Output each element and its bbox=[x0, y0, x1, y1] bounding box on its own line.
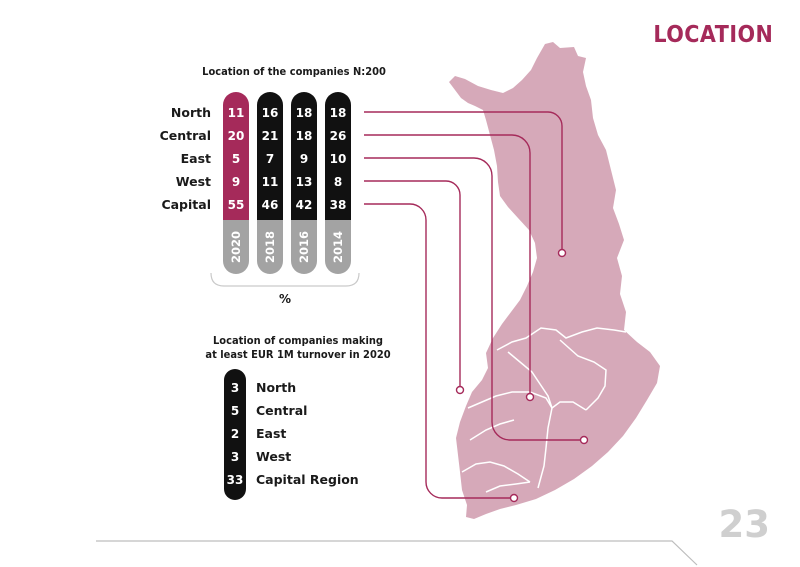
value-2014-north: 18 bbox=[330, 106, 347, 120]
turnover-value-2: 2 bbox=[231, 427, 239, 441]
leader-west bbox=[364, 180, 461, 387]
years-brace bbox=[210, 272, 360, 287]
value-2016-capital: 42 bbox=[296, 198, 313, 212]
turnover-label-4: Capital Region bbox=[256, 472, 359, 487]
pill-top-2016 bbox=[291, 92, 317, 220]
value-2014-west: 8 bbox=[334, 175, 342, 189]
value-2018-central: 21 bbox=[262, 129, 279, 143]
row-label-west: West bbox=[176, 174, 211, 189]
value-2014-east: 10 bbox=[330, 152, 347, 166]
turnover-label-3: West bbox=[256, 449, 291, 464]
turnover-value-4: 33 bbox=[227, 473, 244, 487]
pill-2014: 18 26 10 8 38 2014 bbox=[325, 92, 351, 274]
leader-endpoints bbox=[455, 248, 589, 503]
pill-top-2014 bbox=[325, 92, 351, 220]
year-label-2014: 2014 bbox=[331, 231, 345, 263]
pill-top-2020 bbox=[223, 92, 249, 220]
endpoint-east bbox=[579, 435, 589, 445]
value-2014-capital: 38 bbox=[330, 198, 347, 212]
turnover-value-3: 3 bbox=[231, 450, 239, 464]
region-borders bbox=[461, 327, 627, 493]
chart1-title: Location of the companies N:200 bbox=[202, 65, 386, 78]
row-label-central: Central bbox=[160, 128, 211, 143]
chart2-title-line1: Location of companies making bbox=[212, 334, 383, 347]
row-label-capital: Capital bbox=[161, 197, 211, 212]
pill-top-2018 bbox=[257, 92, 283, 220]
value-2018-north: 16 bbox=[262, 106, 279, 120]
turnover-pill bbox=[224, 369, 246, 500]
value-2014-central: 26 bbox=[330, 129, 347, 143]
chart2-title-line2: at least EUR 1M turnover in 2020 bbox=[205, 348, 391, 361]
turnover-label-0: North bbox=[256, 380, 296, 395]
map-shape bbox=[449, 42, 660, 519]
value-2020-central: 20 bbox=[228, 129, 245, 143]
value-2018-west: 11 bbox=[262, 175, 279, 189]
pill-bottom-2016 bbox=[291, 220, 317, 274]
turnover-value-0: 3 bbox=[231, 381, 239, 395]
pill-2018: 16 21 7 11 46 2018 bbox=[257, 92, 283, 274]
leader-capital bbox=[364, 203, 511, 499]
value-2020-east: 5 bbox=[232, 152, 240, 166]
value-2016-north: 18 bbox=[296, 106, 313, 120]
value-2016-central: 18 bbox=[296, 129, 313, 143]
pill-bottom-2018 bbox=[257, 220, 283, 274]
leader-central bbox=[364, 134, 531, 394]
chart2-title: Location of companies making at least EU… bbox=[198, 334, 398, 362]
pill-2020: 11 20 5 9 55 2020 bbox=[223, 92, 249, 274]
pill-2016: 18 18 9 13 42 2016 bbox=[291, 92, 317, 274]
row-label-east: East bbox=[181, 151, 211, 166]
footer-rule bbox=[96, 540, 698, 566]
pill-bottom-2014 bbox=[325, 220, 351, 274]
turnover-value-1: 5 bbox=[231, 404, 239, 418]
value-2020-west: 9 bbox=[232, 175, 240, 189]
finland-map bbox=[449, 42, 660, 519]
endpoint-west bbox=[455, 385, 465, 395]
pill-bottom-2020 bbox=[223, 220, 249, 274]
endpoint-central bbox=[525, 392, 535, 402]
year-pills: 1120595520201621711462018181891342201618… bbox=[223, 92, 351, 274]
year-label-2020: 2020 bbox=[229, 231, 243, 263]
year-label-2018: 2018 bbox=[263, 231, 277, 263]
page-title: LOCATION bbox=[652, 22, 773, 48]
turnover-label-2: East bbox=[256, 426, 286, 441]
endpoint-capital bbox=[509, 493, 519, 503]
value-2016-west: 13 bbox=[296, 175, 313, 189]
leader-north bbox=[364, 111, 563, 250]
value-2020-capital: 55 bbox=[228, 198, 245, 212]
unit-label: % bbox=[279, 292, 291, 306]
value-2018-east: 7 bbox=[266, 152, 274, 166]
year-label-2016: 2016 bbox=[297, 231, 311, 263]
value-2018-capital: 46 bbox=[262, 198, 279, 212]
value-2020-north: 11 bbox=[228, 106, 245, 120]
value-2016-east: 9 bbox=[300, 152, 308, 166]
row-label-north: North bbox=[171, 105, 211, 120]
leader-east bbox=[364, 157, 581, 441]
turnover-label-1: Central bbox=[256, 403, 307, 418]
leader-lines bbox=[364, 111, 581, 499]
page-number: 23 bbox=[718, 503, 771, 546]
endpoint-north bbox=[557, 248, 567, 258]
